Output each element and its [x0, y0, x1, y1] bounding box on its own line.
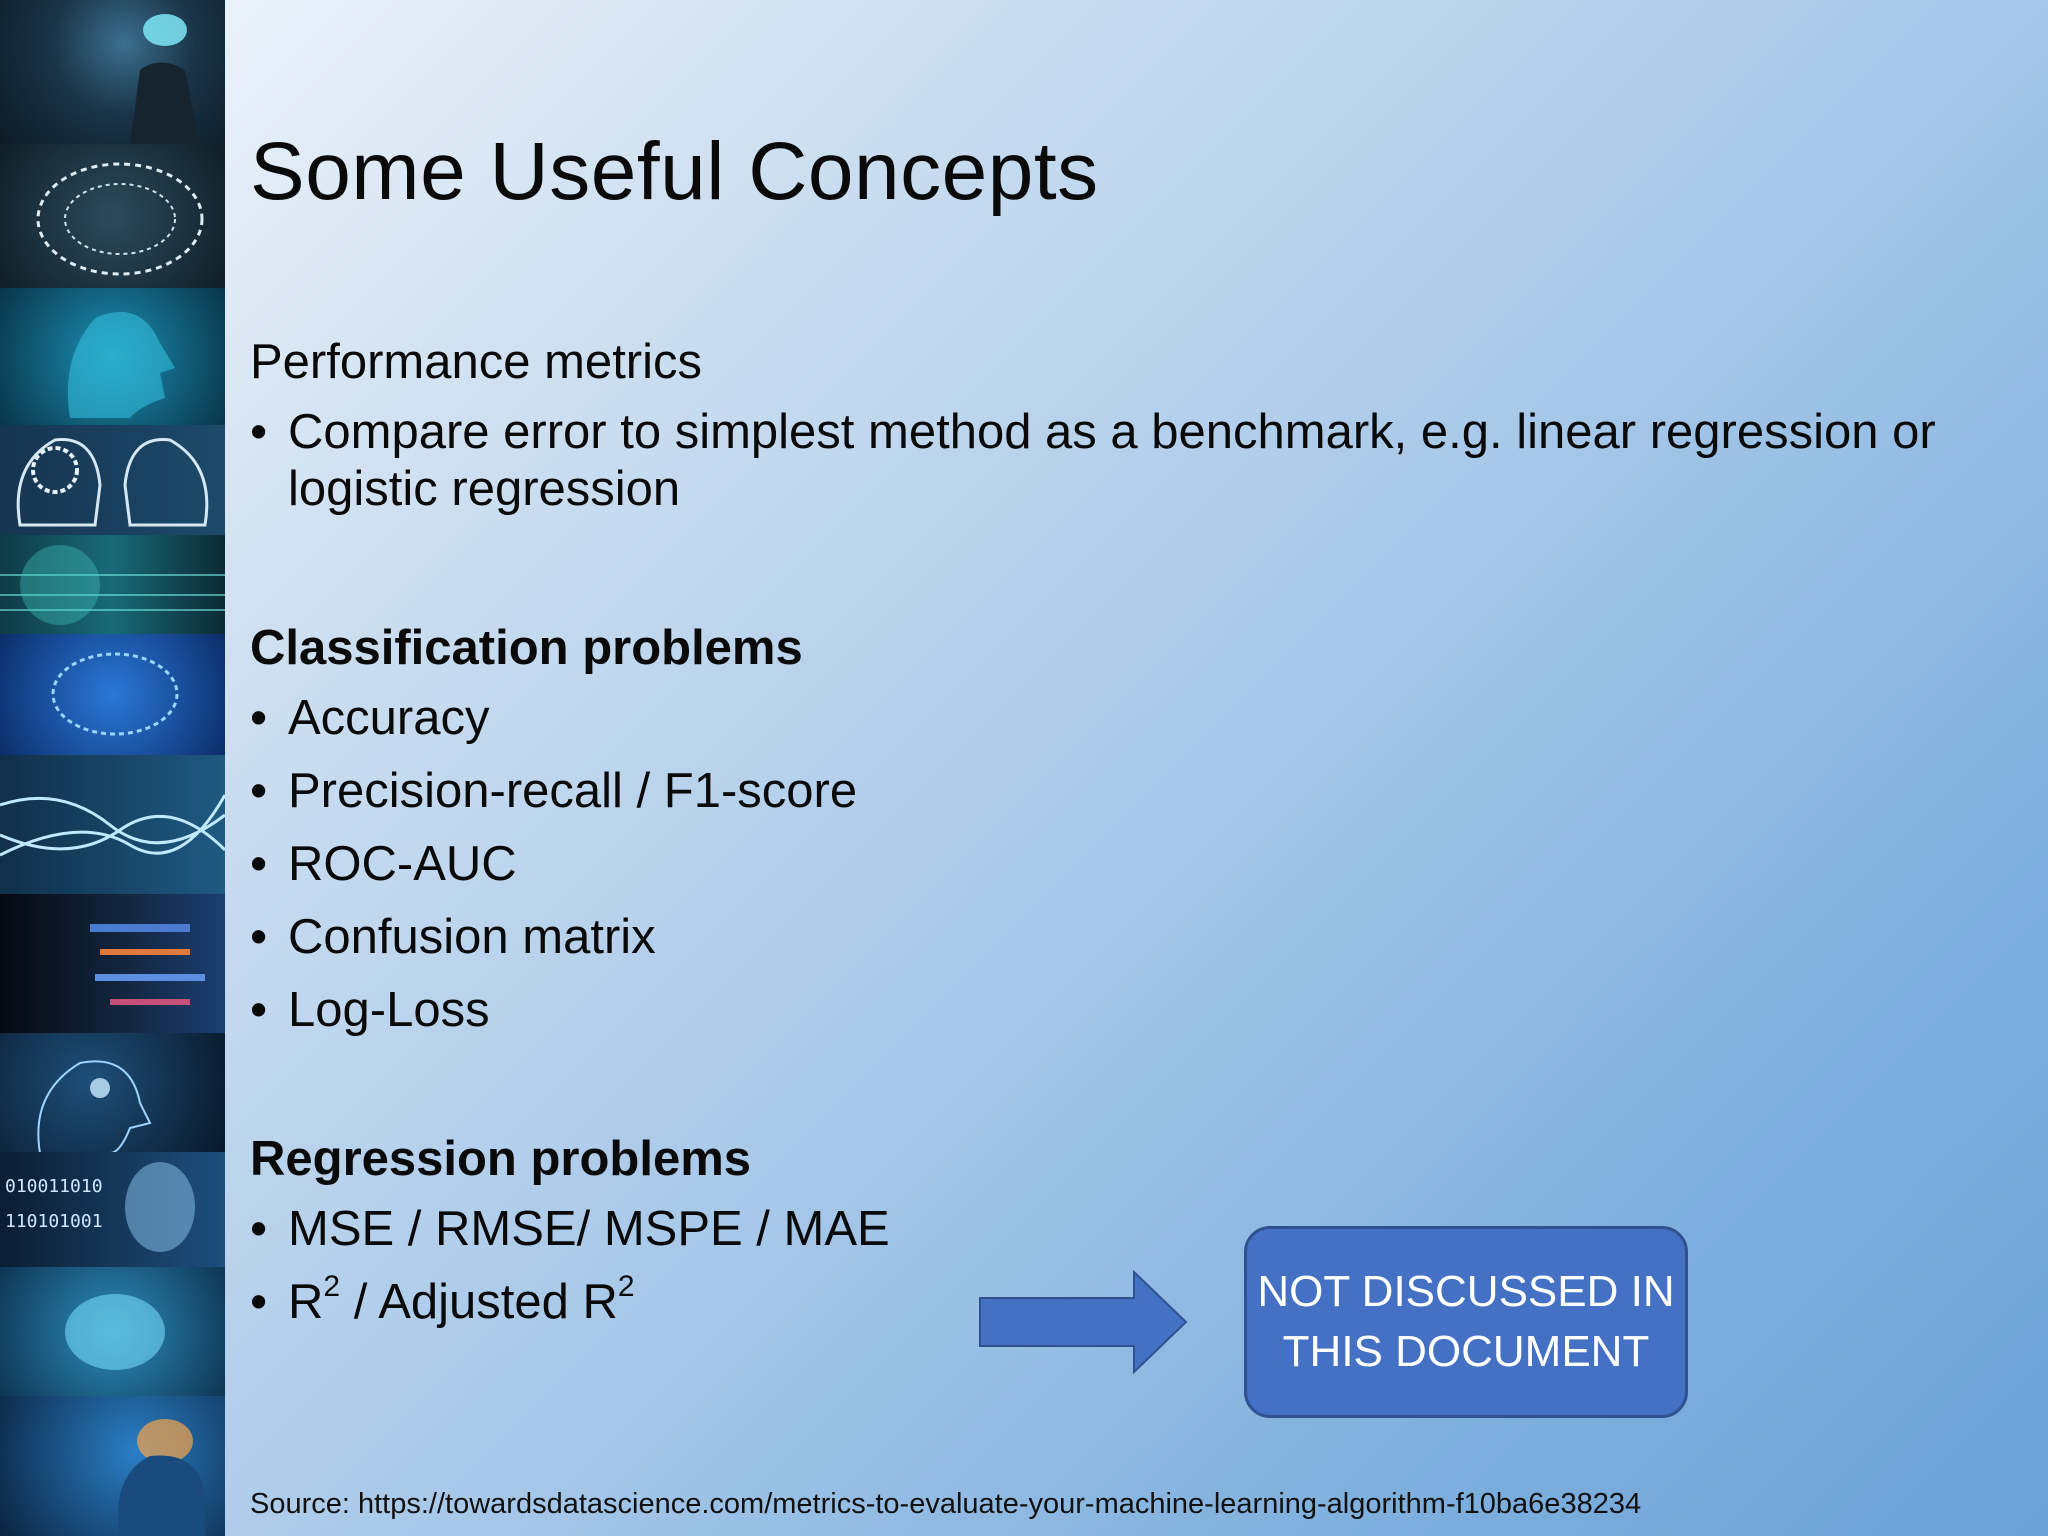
blue-brain-image: [0, 633, 225, 756]
callout-line-2: THIS DOCUMENT: [1282, 1327, 1650, 1376]
not-discussed-callout: NOT DISCUSSED IN THIS DOCUMENT: [1244, 1226, 1688, 1418]
glowing-brain-circuit-image: [0, 1266, 225, 1396]
gears-heads-image: [0, 425, 225, 535]
superscript-two: 2: [323, 1270, 341, 1303]
svg-text:110101001: 110101001: [5, 1211, 103, 1232]
list-item: • MSE / RMSE/ MSPE / MAE: [250, 1201, 1950, 1258]
slide-title: Some Useful Concepts: [250, 126, 1099, 217]
bullet-text: Confusion matrix: [288, 910, 656, 964]
list-item: • Compare error to simplest method as a …: [250, 404, 1950, 518]
svg-text:010011010: 010011010: [5, 1176, 103, 1197]
bullet-dot: •: [250, 837, 268, 891]
bullet-text: MSE / RMSE/ MSPE / MAE: [288, 1202, 890, 1256]
bullet-text: Compare error to simplest method as a be…: [288, 405, 1936, 516]
bullet-text: Precision-recall / F1-score: [288, 764, 858, 818]
regression-heading: Regression problems: [250, 1132, 752, 1186]
data-streams-head-image: [0, 894, 225, 1034]
slide-content: Performance metrics • Compare error to s…: [250, 330, 1950, 1347]
circuit-wires-image: [0, 755, 225, 895]
bullet-dot: •: [250, 983, 268, 1037]
callout-line-1: NOT DISCUSSED IN: [1257, 1267, 1675, 1316]
list-item: • R2 / Adjusted R2: [250, 1272, 1950, 1331]
bullet-dot: •: [250, 405, 268, 459]
bullet-text: Log-Loss: [288, 983, 490, 1037]
neon-brain-head-image: [0, 1395, 225, 1536]
right-arrow-icon: [979, 1270, 1188, 1374]
list-item: • Log-Loss: [250, 982, 1950, 1039]
list-item: • Accuracy: [250, 690, 1950, 747]
sidebar-image-strip: 010011010 110101001: [0, 0, 225, 1536]
network-face-image: [0, 1033, 225, 1153]
classification-heading: Classification problems: [250, 621, 803, 675]
digital-face-profile-image: [0, 288, 225, 426]
bullet-text: R2 / Adjusted R2: [288, 1272, 635, 1330]
bullet-dot: •: [250, 691, 268, 745]
bullet-text: ROC-AUC: [288, 837, 517, 891]
bullet-dot: •: [250, 910, 268, 964]
circuit-brain-image: [0, 144, 225, 289]
source-citation: Source: https://towardsdatascience.com/m…: [250, 1488, 1642, 1520]
list-item: • Confusion matrix: [250, 909, 1950, 966]
bullet-dot: •: [250, 1202, 268, 1256]
list-item: • Precision-recall / F1-score: [250, 763, 1950, 820]
brain-head-man-image: [0, 0, 225, 145]
adjusted-label: / Adjusted R: [340, 1275, 618, 1329]
bullet-dot: •: [250, 1275, 268, 1329]
list-item: • ROC-AUC: [250, 836, 1950, 893]
superscript-two: 2: [617, 1270, 635, 1303]
bullet-dot: •: [250, 764, 268, 818]
performance-heading: Performance metrics: [250, 335, 703, 389]
binary-code-head-image: 010011010 110101001: [0, 1152, 225, 1267]
r-symbol: R: [288, 1275, 324, 1329]
bullet-text: Accuracy: [288, 691, 490, 745]
glowing-head-lines-image: [0, 534, 225, 634]
